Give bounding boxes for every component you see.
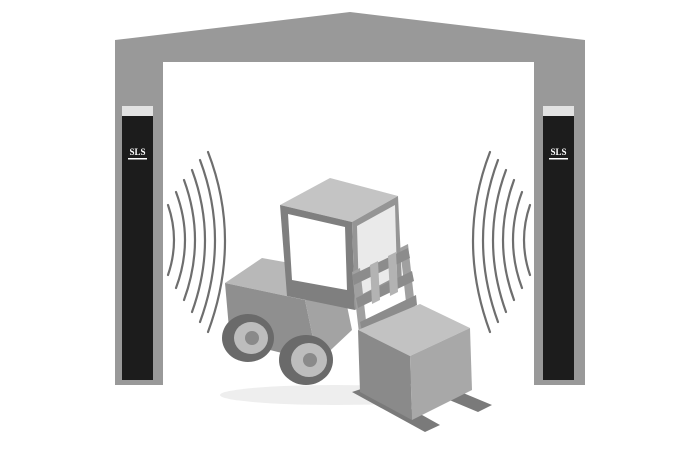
wave-right-3 [501,178,516,302]
antenna-right-brand: SLS [550,147,566,157]
wave-right-5 [481,158,500,324]
forklift-front-wheel [279,335,333,385]
forklift-icon [220,178,492,432]
forklift-cabin-window-side [288,214,347,290]
forklift-rear-wheel [222,314,274,362]
radio-wave-right-icon [471,150,532,334]
antenna-right-logo-icon: SLS [549,147,568,160]
antenna-right-cap [543,106,574,116]
radio-wave-left-icon [166,150,227,334]
wave-left-1 [166,203,176,277]
antenna-right-body [543,116,574,380]
antenna-right: SLS [543,106,574,380]
antenna-left: SLS [122,106,153,380]
wave-right-2 [511,190,524,290]
box-front [358,330,412,420]
antenna-left-logo-line [128,158,147,160]
box-side [410,328,472,420]
portal-frame-shape [115,12,585,385]
antenna-left-cap [122,106,153,116]
antenna-left-logo-icon: SLS [128,147,147,160]
forklift-mast [352,244,417,342]
pallet-box-icon [358,304,472,420]
wave-right-1 [522,203,532,277]
wave-right-4 [491,168,508,314]
wave-left-6 [206,150,227,334]
box-top [358,304,470,356]
antenna-left-brand: SLS [129,147,145,157]
wave-left-4 [190,168,207,314]
portal-frame [115,12,585,385]
wave-left-5 [198,158,217,324]
antenna-right-logo-line [549,158,568,160]
wave-left-3 [182,178,197,302]
wave-right-6 [471,150,492,334]
wave-left-2 [174,190,187,290]
antenna-left-body [122,116,153,380]
forklift-cabin-roof [280,178,398,222]
